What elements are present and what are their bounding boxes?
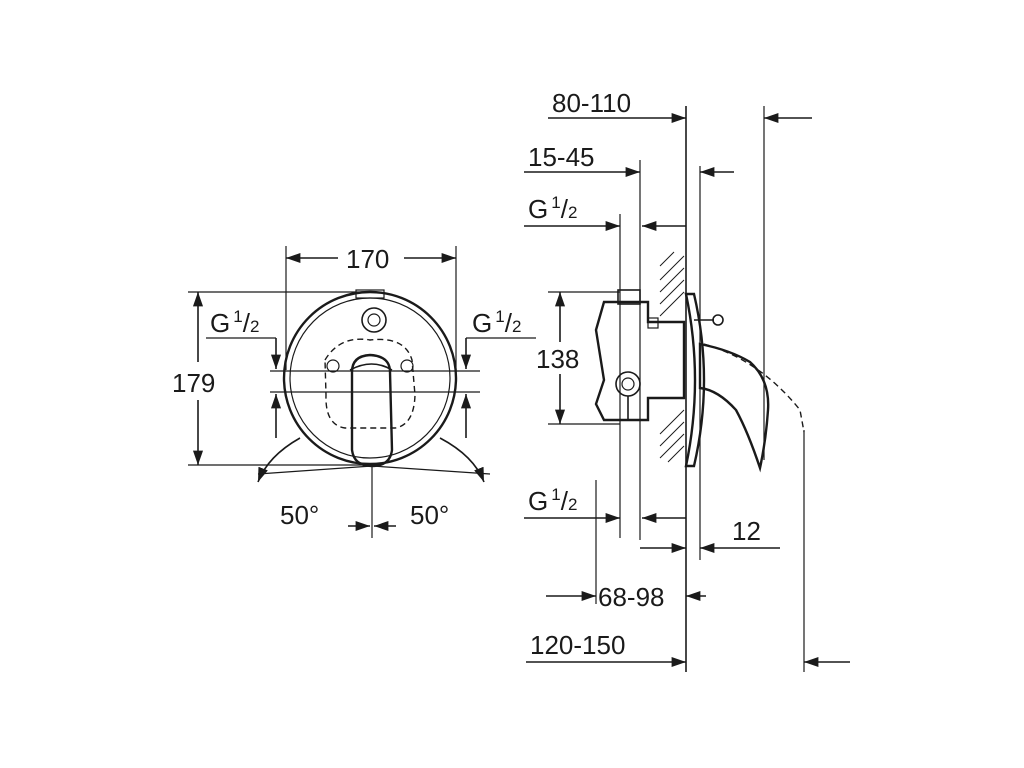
diverter-knob (361, 307, 387, 333)
dim-12: 12 (732, 516, 761, 546)
lever-profile (698, 342, 770, 473)
faceplate-inner (289, 297, 451, 459)
dim-15-45: 15-45 (528, 142, 595, 172)
lever-handle (350, 353, 394, 468)
escutcheon-plate (684, 292, 706, 468)
lever-swing-dashed (703, 343, 805, 433)
wall-hatch-bottom (659, 409, 685, 463)
faceplate-outer (282, 290, 458, 466)
wall-hatch-top (659, 251, 685, 317)
bottom-outlet-inner (621, 377, 635, 391)
lever-top (349, 363, 393, 371)
angle-left-label: 50° (280, 500, 319, 530)
top-inlet (617, 289, 641, 305)
dim-80-110: 80-110 (552, 88, 631, 118)
diverter-knob-side (712, 314, 724, 326)
width-dim-label: 170 (346, 244, 389, 274)
diverter-knob-center (367, 313, 381, 327)
stem-pin (647, 317, 659, 329)
dim-138: 138 (536, 344, 579, 374)
dim-120-150: 120-150 (530, 630, 625, 660)
small-screw-left (326, 359, 340, 373)
small-screw-right (400, 359, 414, 373)
cartridge-dashed (324, 338, 416, 429)
top-notch (355, 289, 385, 299)
dim-68-98: 68-98 (598, 582, 665, 612)
angle-right-label: 50° (410, 500, 449, 530)
height-dim-label: 179 (172, 368, 215, 398)
